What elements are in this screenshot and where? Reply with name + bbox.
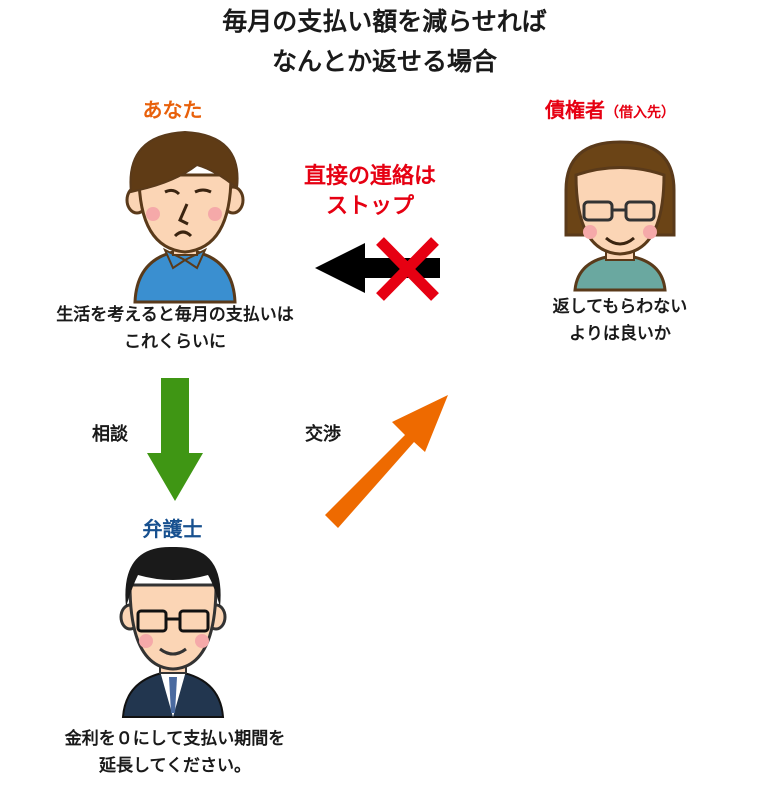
title-line-1: 毎月の支払い額を減らせれば bbox=[222, 7, 547, 36]
creditor-label: 債権者（借入先） bbox=[500, 94, 720, 123]
you-label: あなた bbox=[142, 98, 203, 122]
black-left-arrow-icon bbox=[315, 243, 440, 293]
stop-line-2: ストップ bbox=[325, 194, 414, 219]
consult-label: 相談 bbox=[92, 424, 128, 445]
you-thought-line-2: これくらいに bbox=[124, 332, 226, 352]
lawyer-illustration bbox=[119, 546, 227, 718]
negotiate-label: 交渉 bbox=[305, 424, 341, 445]
lawyer-request: 金利を０にして支払い期間を 延長してください。 bbox=[0, 726, 350, 780]
lawyer-label: 弁護士 bbox=[142, 517, 203, 541]
you-thought: 生活を考えると毎月の支払いは これくらいに bbox=[0, 302, 350, 356]
red-x-icon bbox=[376, 237, 439, 301]
creditor-thought: 返してもらわない よりは良いか bbox=[510, 294, 730, 348]
blocked-arrow bbox=[315, 237, 440, 301]
lawyer-request-line-1: 金利を０にして支払い期間を bbox=[64, 729, 286, 749]
stop-line-1: 直接の連絡は bbox=[303, 164, 436, 189]
green-down-arrow-icon bbox=[147, 378, 203, 501]
you-illustration bbox=[125, 130, 245, 304]
you-thought-line-1: 生活を考えると毎月の支払いは bbox=[56, 305, 294, 325]
diagram-title: 毎月の支払い額を減らせれば なんとか返せる場合 bbox=[0, 2, 769, 82]
creditor-sub: （借入先） bbox=[605, 105, 675, 121]
title-line-2: なんとか返せる場合 bbox=[271, 47, 497, 76]
creditor-name: 債権者 bbox=[545, 98, 605, 122]
creditor-thought-line-1: 返してもらわない bbox=[552, 297, 688, 317]
stop-text: 直接の連絡は ストップ bbox=[290, 162, 450, 222]
lawyer-request-line-2: 延長してください。 bbox=[99, 756, 251, 776]
orange-diagonal-arrow-icon bbox=[325, 395, 448, 528]
creditor-thought-line-2: よりは良いか bbox=[569, 324, 671, 344]
creditor-illustration bbox=[564, 140, 676, 292]
